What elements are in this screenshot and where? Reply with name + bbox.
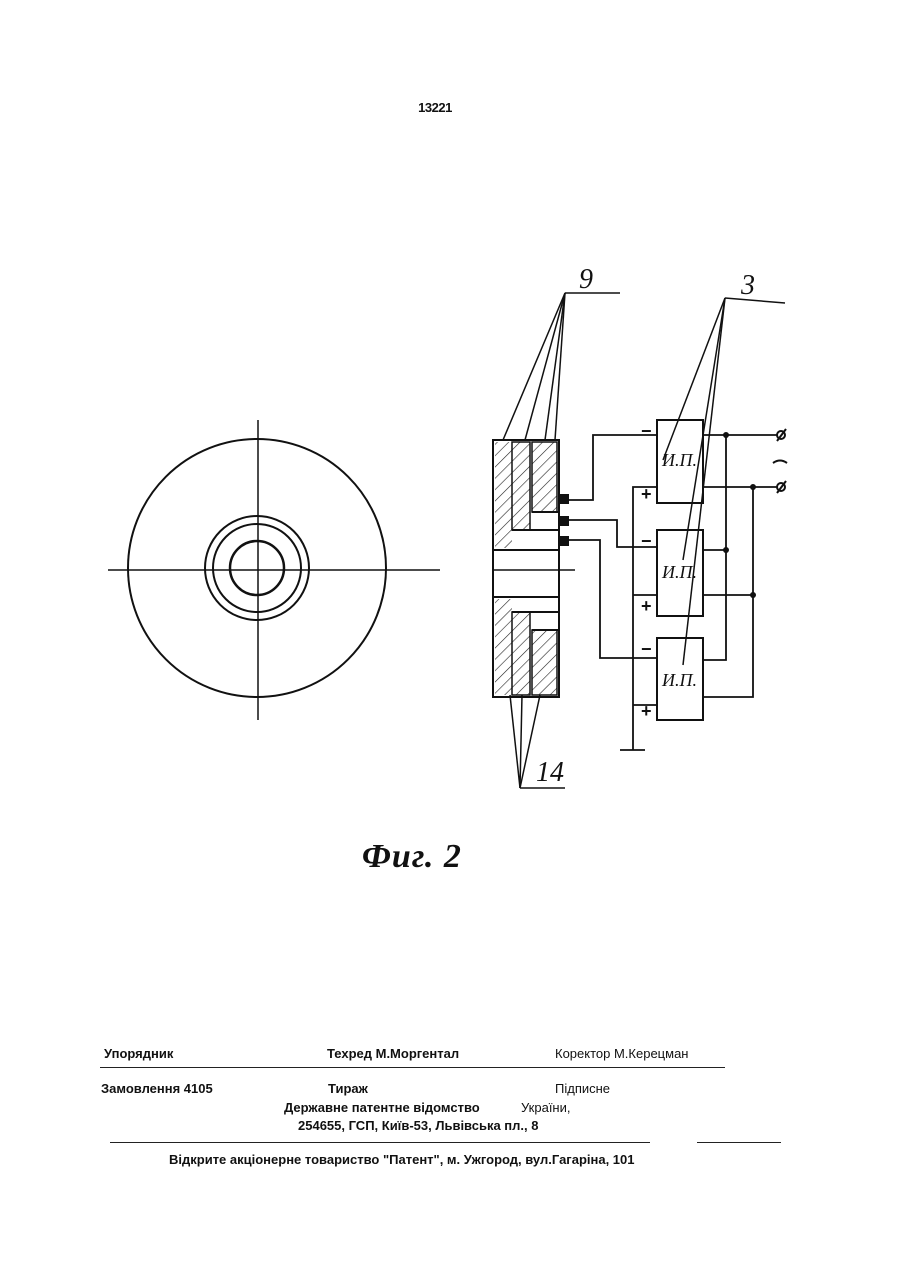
compiler-label: Упорядник <box>104 1046 173 1061</box>
subscription-label: Підписне <box>555 1081 610 1096</box>
office-address: 254655, ГСП, Київ-53, Львівська пл., 8 <box>298 1118 538 1133</box>
disc-front-view <box>108 420 440 720</box>
office-line: Державне патентне відомство <box>284 1100 480 1115</box>
junction-dots <box>723 432 756 598</box>
disc-section-view <box>493 440 575 697</box>
divider-bottom-right <box>697 1142 781 1143</box>
label-ref-3: 3 <box>740 270 755 301</box>
supply-terminals <box>773 429 787 493</box>
plus-mark-2: + <box>641 596 652 616</box>
page-number: 13221 <box>400 100 470 115</box>
unit-label-2: И.П. <box>661 562 697 582</box>
unit-label-1: И.П. <box>661 450 697 470</box>
minus-mark-2: − <box>641 531 652 551</box>
office-country: України, <box>521 1100 571 1115</box>
unit-labels: И.П. И.П. И.П. <box>661 450 697 690</box>
divider-bottom-left <box>110 1142 650 1143</box>
circulation-label: Тираж <box>328 1081 368 1096</box>
polarity-marks: − + − + − + <box>641 421 652 721</box>
figure-caption: Фиг. 2 <box>362 838 462 876</box>
techred-label: Техред М.Моргентал <box>327 1046 459 1061</box>
plus-mark-3: + <box>641 701 652 721</box>
unit-label-3: И.П. <box>661 670 697 690</box>
label-ref-14: 14 <box>536 757 564 788</box>
label-ref-9: 9 <box>579 264 593 295</box>
order-label: Замовлення 4105 <box>101 1081 213 1096</box>
technical-drawing: 9 3 14 И.П. И.П. И.П. − + − + − + <box>0 250 901 810</box>
wiring <box>568 435 778 750</box>
minus-mark-1: − <box>641 421 652 441</box>
publisher-line: Відкрите акціонерне товариство "Патент",… <box>169 1152 635 1167</box>
divider-top <box>100 1067 725 1068</box>
minus-mark-3: − <box>641 639 652 659</box>
corrector-label: Коректор М.Керецман <box>555 1046 688 1061</box>
